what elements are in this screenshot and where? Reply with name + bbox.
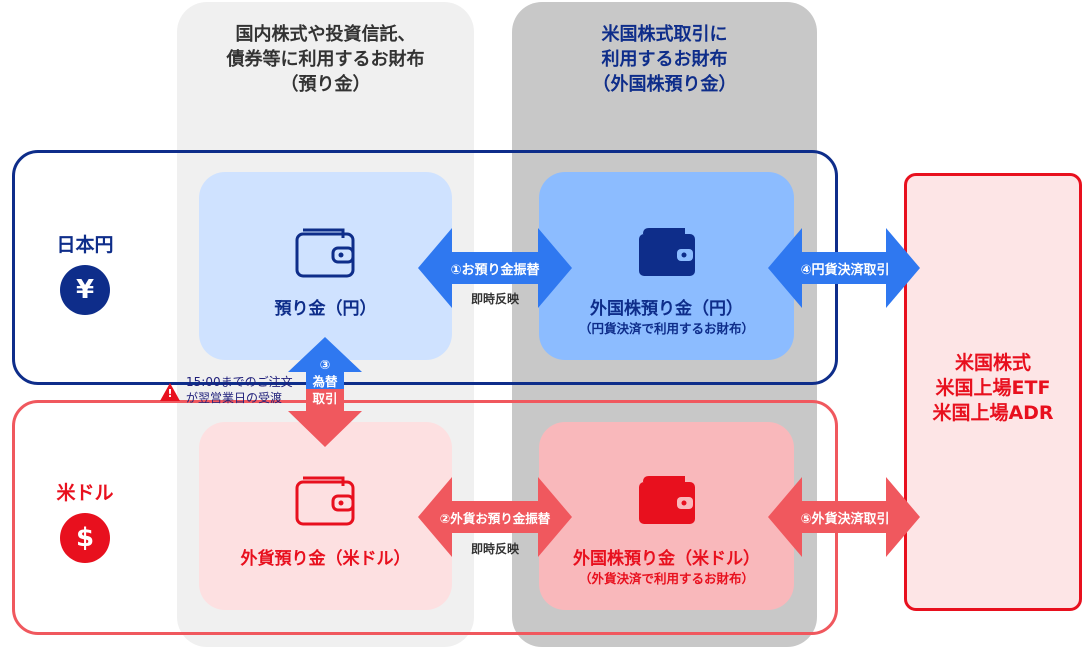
wallet-filled-icon bbox=[639, 476, 695, 524]
cutoff-note-line-1: 15:00までのご注文 bbox=[186, 375, 293, 389]
arrow-2-shape bbox=[418, 477, 572, 557]
jpy-deposit-box: 預り金（円） bbox=[199, 172, 452, 360]
arrow-1-label: ①お預り金振替 bbox=[450, 263, 540, 278]
yen-coin-icon: ¥ bbox=[60, 265, 110, 315]
target-line-2: 米国上場ETF bbox=[935, 377, 1051, 399]
arrow-3-up-shape bbox=[288, 337, 362, 389]
jpy-foreign-label: 外国株預り金（円） bbox=[590, 299, 743, 319]
arrow-3-number: ③ bbox=[319, 357, 331, 372]
usd-deposit-label: 外貨預り金（米ドル） bbox=[240, 549, 411, 569]
usd-row-name: 米ドル bbox=[56, 482, 114, 504]
arrow-5-shape bbox=[768, 477, 920, 557]
jpy-foreign-box: 外国株預り金（円） （円貨決済で利用するお財布） bbox=[539, 172, 794, 360]
warning-triangle-shape bbox=[160, 383, 180, 401]
target-products-text: 米国株式 米国上場ETF 米国上場ADR bbox=[907, 351, 1079, 426]
domestic-column-title: 国内株式や投資信託、 債券等に利用するお財布 （預り金） bbox=[177, 22, 474, 97]
target-line-1: 米国株式 bbox=[954, 352, 1031, 374]
arrow-2-under: 即時反映 bbox=[470, 542, 519, 556]
arrow-5-label: ⑤外貨決済取引 bbox=[800, 512, 890, 527]
jpy-deposit-label: 預り金（円） bbox=[274, 299, 377, 319]
arrow-3-line-1: 為替 bbox=[312, 374, 338, 389]
us-title-line-1: 米国株式取引に bbox=[601, 24, 728, 45]
usd-foreign-sub: （外貨決済で利用するお財布） bbox=[578, 571, 754, 586]
arrow-4-shape bbox=[768, 228, 920, 308]
domestic-title-line-2: 債券等に利用するお財布 bbox=[226, 49, 425, 70]
warning-icon: ! bbox=[167, 387, 173, 400]
arrow-1-under: 即時反映 bbox=[470, 292, 519, 306]
usd-deposit-box: 外貨預り金（米ドル） bbox=[199, 422, 452, 610]
arrow-1-shape bbox=[418, 228, 572, 308]
wallet-outline-icon bbox=[295, 476, 355, 526]
usd-foreign-label: 外国株預り金（米ドル） bbox=[573, 549, 760, 569]
target-products-box: 米国株式 米国上場ETF 米国上場ADR bbox=[904, 173, 1082, 611]
domestic-title-line-1: 国内株式や投資信託、 bbox=[235, 24, 416, 45]
dollar-coin-icon: $ bbox=[60, 513, 110, 563]
wallet-outline-icon bbox=[295, 228, 355, 278]
cutoff-note-line-2: が翌営業日の受渡 bbox=[186, 391, 283, 405]
us-title-line-2: 利用するお財布 bbox=[601, 49, 728, 70]
wallet-filled-icon bbox=[639, 228, 695, 276]
arrow-3-line-2: 取引 bbox=[312, 391, 338, 406]
jpy-foreign-sub: （円貨決済で利用するお財布） bbox=[578, 321, 754, 336]
us-column-title: 米国株式取引に 利用するお財布 （外国株預り金） bbox=[512, 22, 817, 97]
arrow-2-label: ②外貨お預り金振替 bbox=[439, 511, 551, 526]
arrow-3-down-shape bbox=[288, 389, 362, 447]
jpy-row-name: 日本円 bbox=[56, 234, 114, 256]
usd-foreign-box: 外国株預り金（米ドル） （外貨決済で利用するお財布） bbox=[539, 422, 794, 610]
domestic-title-line-3: （預り金） bbox=[280, 74, 371, 95]
target-line-3: 米国上場ADR bbox=[932, 402, 1054, 424]
us-title-line-3: （外国株預り金） bbox=[592, 74, 737, 95]
arrow-4-label: ④円貨決済取引 bbox=[800, 263, 890, 278]
